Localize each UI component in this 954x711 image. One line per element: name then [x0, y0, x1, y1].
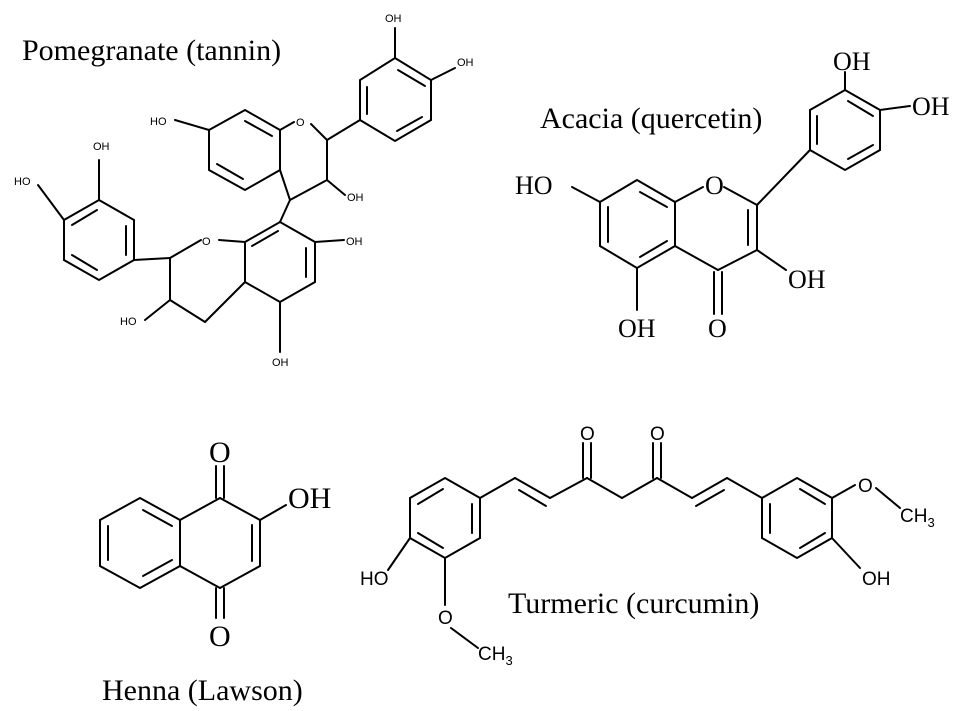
turmeric-curcumin-structure: Turmeric (curcumin) HO O CH3 O O [360, 424, 935, 668]
henna-o-bottom-label: O [209, 620, 231, 653]
turmeric-o-1-label: O [580, 424, 595, 445]
acacia-o-ring-label: O [705, 171, 724, 200]
pomegranate-oh-h-label: HO [120, 316, 137, 328]
turmeric-ch3-2-label: CH3 [900, 506, 935, 530]
pomegranate-oh-d-label: OH [347, 192, 364, 204]
pomegranate-oh-c-label: HO [150, 116, 167, 128]
acacia-catechol-ring [809, 88, 881, 172]
pomegranate-o-ring1-label: O [296, 117, 305, 129]
turmeric-ho-label: HO [360, 569, 389, 590]
acacia-ho-c-label: HO [515, 171, 553, 200]
acacia-oh-b-label: OH [912, 92, 950, 121]
pomegranate-aromatic-ring-lower [244, 220, 316, 304]
acacia-o-keto-label: O [708, 314, 727, 343]
turmeric-o-meth1-label: O [438, 608, 453, 629]
pomegranate-oh-f-label: HO [14, 176, 31, 188]
turmeric-title: Turmeric (curcumin) [508, 587, 759, 620]
acacia-aromatic-ring-a [599, 178, 676, 270]
acacia-oh-e-label: OH [618, 314, 656, 343]
turmeric-o-2-label: O [650, 424, 665, 445]
pomegranate-oh-e-label: OH [346, 236, 363, 248]
pomegranate-o-ring2-label: O [202, 236, 211, 248]
pomegranate-oh-g-label: OH [93, 141, 110, 153]
turmeric-aryl-ring-right [761, 476, 833, 560]
acacia-title: Acacia (quercetin) [540, 102, 762, 135]
acacia-oh-a-label: OH [833, 47, 871, 76]
pomegranate-oh-i-label: OH [272, 357, 289, 369]
pomegranate-oh-b-label: OH [457, 57, 474, 69]
turmeric-ch3-1-label: CH3 [478, 644, 513, 668]
turmeric-oh-label: OH [862, 569, 891, 590]
pomegranate-title: Pomegranate (tannin) [22, 34, 281, 67]
pomegranate-tannin-structure: Pomegranate (tannin) OH OH HO O OH OH O [14, 13, 474, 369]
acacia-quercetin-structure: Acacia (quercetin) OH OH HO OH O OH O [515, 47, 950, 343]
pomegranate-catechol-ring-top [359, 56, 432, 143]
henna-oh-label: OH [288, 482, 331, 515]
pomegranate-oh-a-label: OH [385, 13, 402, 25]
pomegranate-aromatic-ring-upper [208, 108, 281, 192]
henna-title: Henna (Lawson) [102, 674, 303, 707]
pomegranate-catechol-ring-left [63, 198, 135, 282]
henna-lawson-structure: Henna (Lawson) O O OH [99, 436, 331, 707]
turmeric-o-meth2-label: O [858, 476, 873, 497]
henna-o-top-label: O [209, 436, 231, 469]
turmeric-aryl-ring-left [409, 476, 481, 560]
henna-benzo-ring [99, 496, 181, 590]
acacia-oh-d-label: OH [788, 265, 826, 294]
